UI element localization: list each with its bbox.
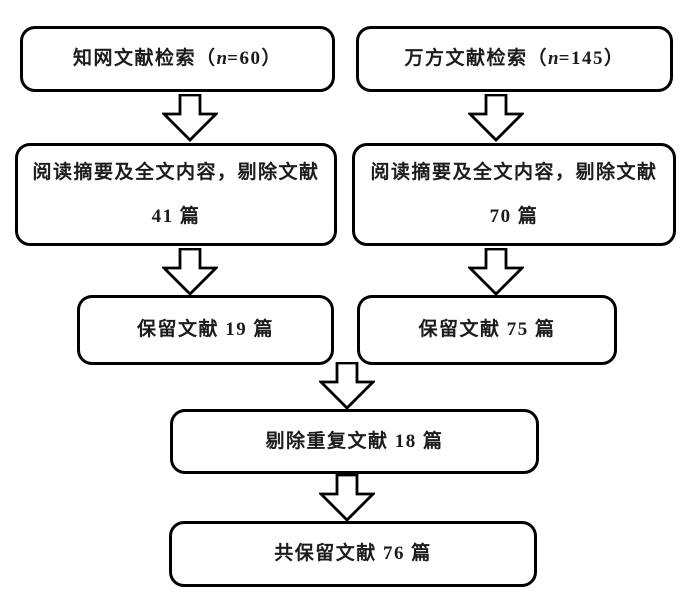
wanfang-search-n-variable: n (548, 48, 559, 69)
box-cnki-kept: 保留文献 19 篇 (77, 295, 334, 365)
box-cnki-search: 知网文献检索（n=60） (20, 26, 335, 92)
box-final-kept-label: 共保留文献 76 篇 (274, 543, 432, 564)
cnki-screening-line1: 阅读摘要及全文内容，剔除文献 (32, 161, 320, 183)
box-final-kept: 共保留文献 76 篇 (169, 521, 537, 587)
box-wanfang-kept: 保留文献 75 篇 (357, 295, 617, 365)
cnki-screening-line2: 41 篇 (151, 205, 201, 227)
box-cnki-kept-label: 保留文献 19 篇 (136, 319, 274, 340)
box-wanfang-screening: 阅读摘要及全文内容，剔除文献 70 篇 (352, 143, 676, 246)
box-remove-duplicates: 剔除重复文献 18 篇 (170, 409, 539, 474)
box-remove-duplicates-label: 剔除重复文献 18 篇 (265, 430, 444, 452)
down-arrow-icon (468, 248, 524, 296)
down-arrow-icon (162, 94, 218, 142)
box-cnki-screening-label: 阅读摘要及全文内容，剔除文献 41 篇 (32, 161, 319, 229)
box-wanfang-screening-label: 阅读摘要及全文内容，剔除文献 70 篇 (370, 161, 657, 229)
box-wanfang-kept-label: 保留文献 75 篇 (418, 319, 556, 340)
wanfang-search-count: =145） (558, 48, 625, 69)
down-arrow-icon (468, 94, 524, 142)
box-cnki-screening: 阅读摘要及全文内容，剔除文献 41 篇 (15, 143, 337, 246)
box-wanfang-search: 万方文献检索（n=145） (356, 26, 673, 92)
wanfang-search-prefix: 万方文献检索（ (404, 48, 549, 69)
box-cnki-search-label: 知网文献检索（n=60） (73, 47, 282, 71)
box-wanfang-search-label: 万方文献检索（n=145） (405, 47, 625, 71)
cnki-search-n-variable: n (216, 48, 228, 69)
cnki-search-prefix: 知网文献检索（ (73, 48, 217, 69)
wanfang-screening-line1: 阅读摘要及全文内容，剔除文献 (370, 161, 658, 183)
down-arrow-icon (162, 248, 218, 296)
down-arrow-icon (319, 474, 375, 522)
cnki-search-count: =60） (227, 48, 282, 69)
down-arrow-icon (319, 362, 375, 410)
wanfang-screening-line2: 70 篇 (489, 205, 539, 227)
